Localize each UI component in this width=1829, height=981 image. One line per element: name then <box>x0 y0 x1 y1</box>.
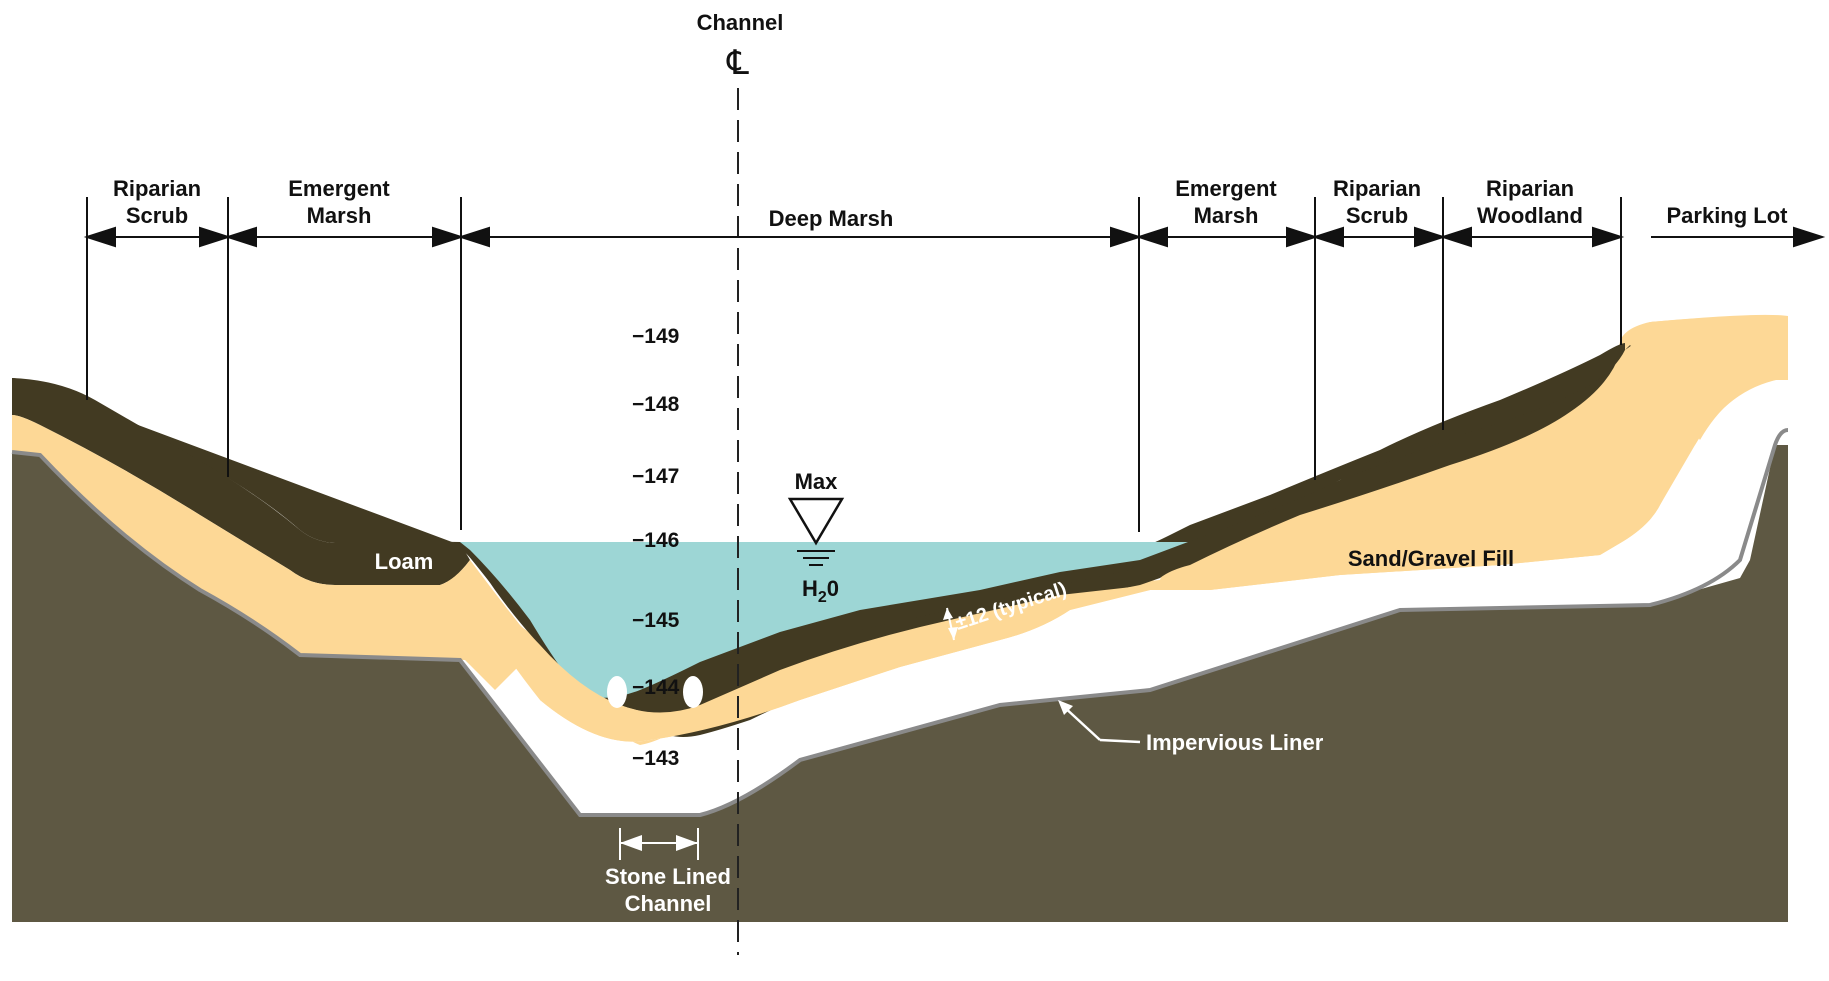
impervious-liner-label: Impervious Liner <box>1146 730 1324 755</box>
arrow-1a <box>83 226 116 248</box>
impervious-liner-line <box>11 428 1789 817</box>
loam-band <box>12 343 1625 714</box>
typical-arrow-down-icon <box>948 627 958 640</box>
zone-2-label-line2: Marsh <box>307 203 372 228</box>
left-upland-fill <box>12 415 540 690</box>
centerline-symbol: ℄ <box>726 44 749 82</box>
elevation-145: −145 <box>632 609 680 632</box>
elevation-146: −146 <box>632 529 679 552</box>
h2o-subscript: 2 <box>818 589 827 606</box>
elevation-144: −144 <box>632 676 680 699</box>
arrow-7b <box>1793 226 1826 248</box>
arrow-2b <box>432 226 465 248</box>
arrow-2a <box>224 226 257 248</box>
zone-1-label-line1: Riparian <box>113 176 201 201</box>
water-max-label: Max <box>795 469 839 494</box>
zone-dividers <box>86 197 1622 532</box>
stone-lined-label-line2: Channel <box>625 891 712 916</box>
water-body <box>460 542 1188 698</box>
zone-7-label-line2: Parking Lot <box>1666 203 1788 228</box>
right-upland-fill-top <box>1625 314 1788 440</box>
zone-4-label-line1: Emergent <box>1175 176 1277 201</box>
water-h2o-label: H20 <box>802 576 839 606</box>
zone-3-label-line2: Deep Marsh <box>769 206 894 231</box>
zone-5-label-line1: Riparian <box>1333 176 1421 201</box>
stone-channel-dimension: Stone Lined Channel <box>605 828 731 916</box>
left-upland-loam <box>12 378 470 585</box>
arrow-6a <box>1439 226 1472 248</box>
elevation-147: −147 <box>632 465 679 488</box>
arrow-6b <box>1592 226 1625 248</box>
impervious-liner-callout: Impervious Liner <box>1058 700 1324 755</box>
zone-2-label-line1: Emergent <box>288 176 390 201</box>
typical-arrow-up-icon <box>943 608 953 620</box>
arrow-3a <box>457 226 490 248</box>
stone-dim-arrow-right-icon <box>676 835 698 851</box>
zone-1-label-line2: Scrub <box>126 203 188 228</box>
elevation-143: −143 <box>632 747 679 770</box>
water-level-triangle-icon <box>787 497 845 546</box>
liner-leader-line-1 <box>1061 704 1101 741</box>
elevation-149: −149 <box>632 325 679 348</box>
h2o-h: H <box>802 576 818 601</box>
zone-arrows <box>83 226 1826 248</box>
elevation-148: −148 <box>632 393 680 416</box>
loam-label: Loam <box>375 549 434 574</box>
stone-lined-label-line1: Stone Lined <box>605 864 731 889</box>
stone-dim-arrow-left-icon <box>620 835 642 851</box>
zone-5-label-line2: Scrub <box>1346 203 1408 228</box>
zone-6-label-line2: Woodland <box>1477 203 1583 228</box>
arrow-4a <box>1135 226 1168 248</box>
arrow-1b <box>199 226 232 248</box>
zone-4-label-line2: Marsh <box>1194 203 1259 228</box>
subgrade-layer <box>12 445 1788 922</box>
centerline-label: Channel <box>697 10 784 35</box>
arrow-5a <box>1311 226 1344 248</box>
zone-6-label-line1: Riparian <box>1486 176 1574 201</box>
liner-leader-line-2 <box>1099 738 1141 744</box>
sand-gravel-fill-label: Sand/Gravel Fill <box>1348 546 1514 571</box>
stone-right <box>683 676 703 708</box>
arrow-5b <box>1414 226 1447 248</box>
stone-left <box>607 676 627 708</box>
liner-arrowhead-icon <box>1058 700 1073 715</box>
arrow-4b <box>1286 226 1319 248</box>
arrow-3b <box>1110 226 1143 248</box>
h2o-o: 0 <box>827 576 839 601</box>
